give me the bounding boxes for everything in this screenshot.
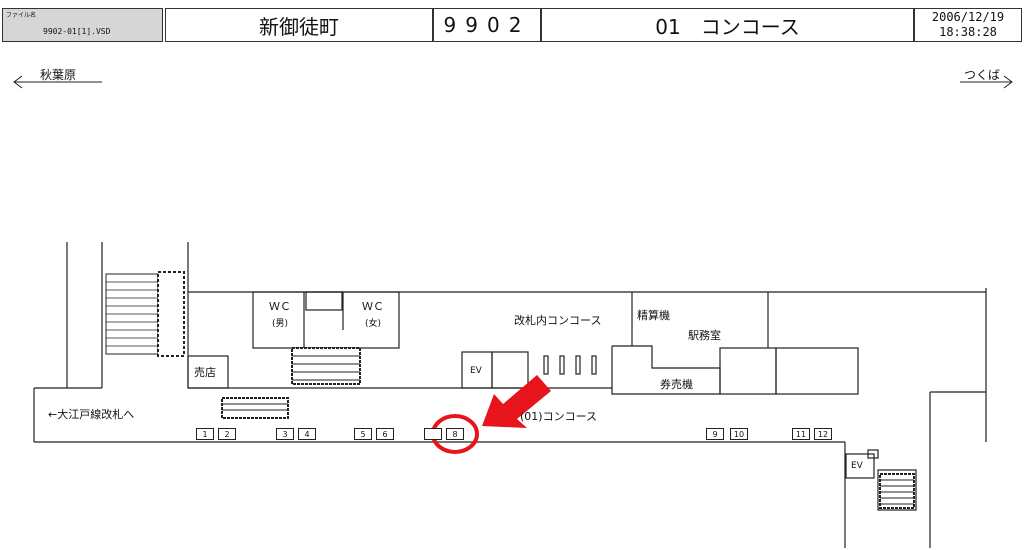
gate-2: 2 (218, 428, 236, 440)
station-name: 新御徒町 (165, 8, 433, 42)
gate-11: 11 (792, 428, 810, 440)
datetime-box: 2006/12/19 18:38:28 (914, 8, 1022, 42)
ticket-machines-label: 券売機 (660, 378, 693, 391)
gate-1: 1 (196, 428, 214, 440)
gate-9: 9 (706, 428, 724, 440)
gate-8: 8 (446, 428, 464, 440)
wc-men-title: ＷＣ (269, 300, 291, 313)
wc-men-label: (男) (272, 319, 289, 329)
gate-7: 7 (424, 428, 442, 440)
wc-women-title: ＷＣ (362, 300, 384, 313)
to-oedo-line-label: ←大江戸線改札へ (48, 408, 135, 421)
gate-5: 5 (354, 428, 372, 440)
gate-3: 3 (276, 428, 294, 440)
inner-concourse-label: 改札内コンコース (514, 314, 602, 327)
file-name-caption: ファイル名 (6, 12, 37, 19)
left-arrow-icon (13, 75, 102, 89)
ev-left-label: EV (470, 366, 482, 376)
gate-12: 12 (814, 428, 832, 440)
fare-adjust-label: 精算機 (637, 309, 670, 322)
direction-left-label: 秋葉原 (40, 68, 77, 82)
date: 2006/12/19 (931, 10, 1005, 24)
pointer-arrow-icon (482, 375, 551, 428)
area-title: 01 コンコース (541, 8, 914, 42)
stair-left-icon (105, 271, 185, 357)
kiosk-label: 売店 (194, 366, 216, 379)
gate-6: 6 (376, 428, 394, 440)
station-office-label: 駅務室 (688, 329, 721, 342)
gate-4: 4 (298, 428, 316, 440)
file-name: 9902-01[1].VSD (43, 27, 111, 36)
file-name-box: ファイル名 9902-01[1].VSD (2, 8, 163, 42)
time: 18:38:28 (939, 25, 997, 39)
stair-right-icon (879, 473, 915, 509)
escalator-lower-icon (221, 397, 289, 419)
concourse-label: (01)コンコース (520, 410, 598, 423)
escalator-upper-icon (291, 347, 361, 385)
direction-right-label: つくば (964, 68, 1001, 82)
right-arrow-icon (960, 75, 1013, 89)
ev-right-label: EV (851, 461, 863, 471)
wc-women-label: (女) (365, 319, 382, 329)
gate-10: 10 (730, 428, 748, 440)
station-code: 9902 (433, 8, 541, 42)
